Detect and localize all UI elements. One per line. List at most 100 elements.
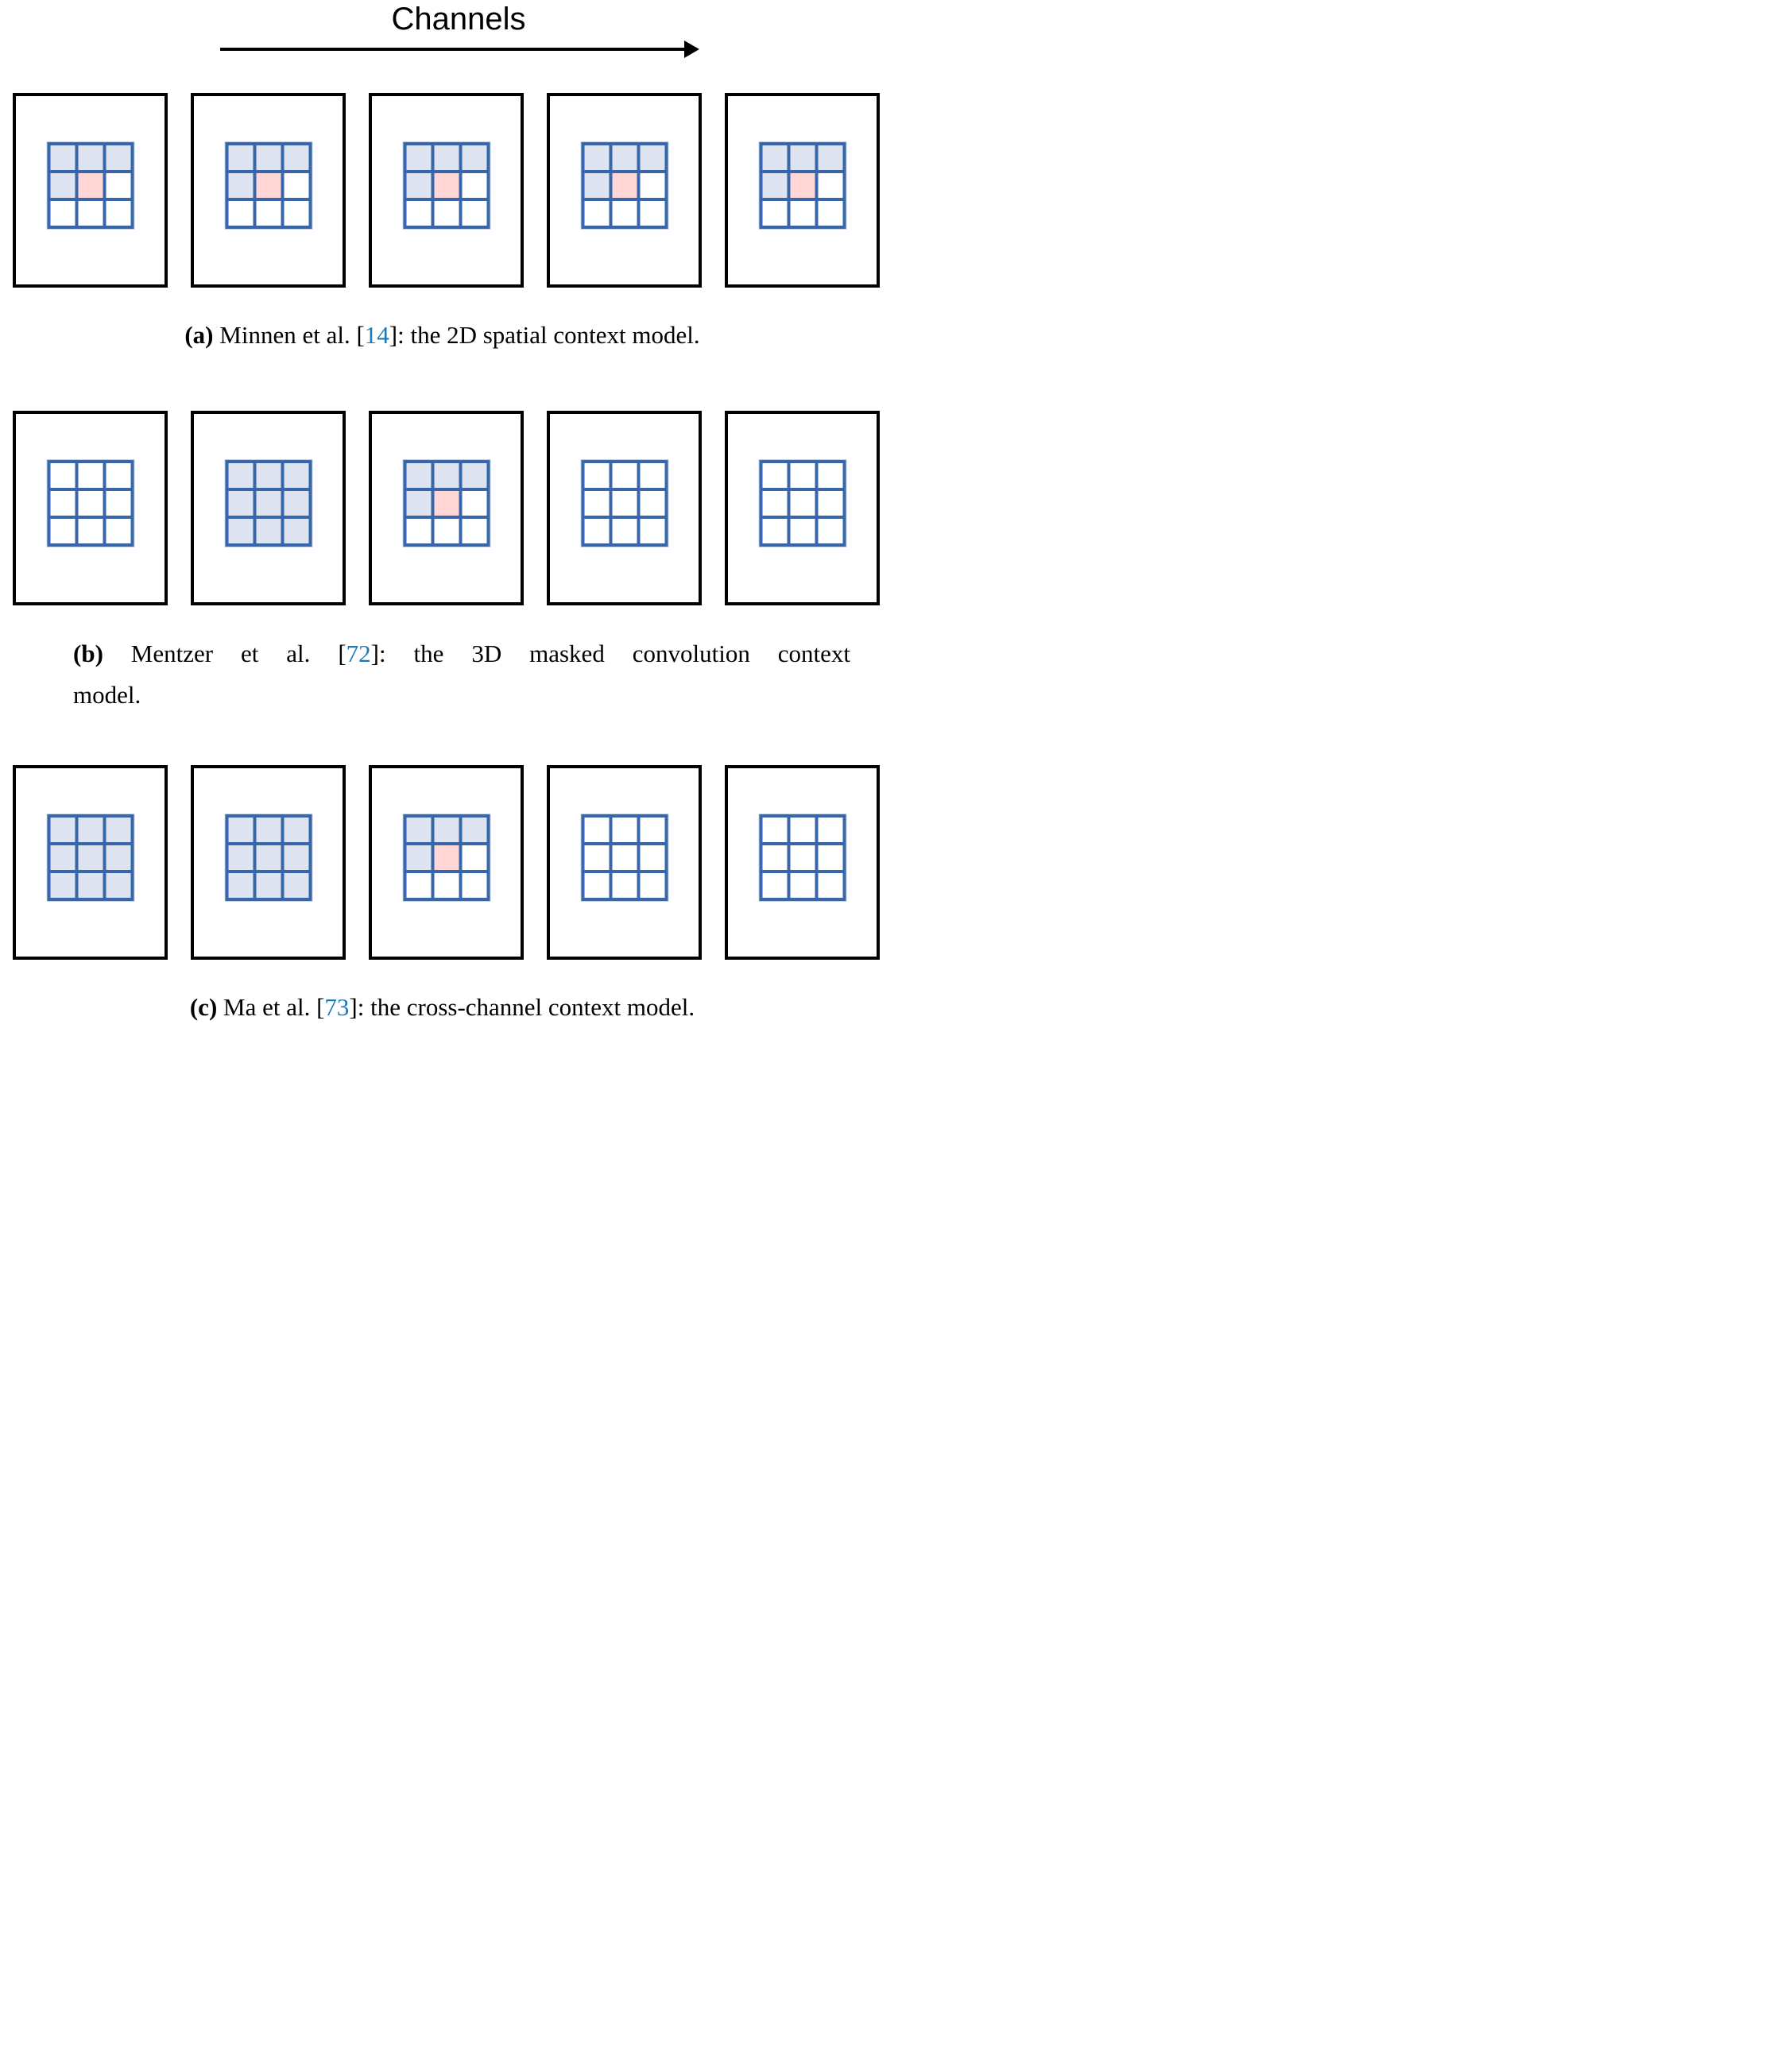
context-cell xyxy=(228,818,253,842)
caption-b-authors: Mentzer et al. xyxy=(103,640,339,667)
context-cell xyxy=(434,463,459,488)
empty-cell xyxy=(434,873,459,898)
empty-cell xyxy=(612,201,637,226)
context-cell xyxy=(78,818,103,842)
empty-cell xyxy=(612,873,637,898)
context-cell xyxy=(50,845,75,870)
channel-slice-panel xyxy=(547,411,702,605)
context-grid xyxy=(759,814,846,901)
context-cell xyxy=(78,845,103,870)
empty-cell xyxy=(584,491,609,516)
caption-c-authors: Ma et al. xyxy=(217,993,317,1021)
figure-row-c xyxy=(13,765,880,960)
context-cell xyxy=(50,873,75,898)
citation-number-72[interactable]: 72 xyxy=(346,640,371,667)
caption-b-line2: model. xyxy=(73,681,141,709)
context-cell xyxy=(256,818,281,842)
empty-cell xyxy=(434,519,459,543)
empty-cell xyxy=(228,201,253,226)
context-cell xyxy=(406,845,431,870)
empty-cell xyxy=(50,491,75,516)
context-grid xyxy=(225,460,312,547)
context-cell xyxy=(78,145,103,170)
citation-number-14[interactable]: 14 xyxy=(364,321,389,349)
context-cell xyxy=(406,818,431,842)
context-cell xyxy=(256,845,281,870)
empty-cell xyxy=(762,818,787,842)
empty-cell xyxy=(50,463,75,488)
caption-a-text: : the 2D spatial context model. xyxy=(397,321,700,349)
caption-b-bracket-close: ] xyxy=(370,640,379,667)
context-grid xyxy=(225,814,312,901)
context-grid xyxy=(581,814,668,901)
figure-row-a xyxy=(13,93,880,288)
caption-c-bracket-close: ] xyxy=(349,993,358,1021)
figure-row-b xyxy=(13,411,880,605)
empty-cell xyxy=(462,491,486,516)
context-cell xyxy=(106,818,130,842)
context-cell xyxy=(612,145,637,170)
empty-cell xyxy=(818,491,842,516)
empty-cell xyxy=(612,845,637,870)
context-cell xyxy=(762,145,787,170)
context-grid xyxy=(47,142,134,229)
caption-b: (b) Mentzer et al. [72]: the 3D masked c… xyxy=(73,633,850,716)
caption-c-label: (c) xyxy=(189,993,218,1021)
empty-cell xyxy=(106,463,130,488)
empty-cell xyxy=(790,519,815,543)
channel-slice-panel xyxy=(369,93,524,288)
empty-cell xyxy=(790,491,815,516)
empty-cell xyxy=(762,845,787,870)
empty-cell xyxy=(406,201,431,226)
current-symbol-cell xyxy=(790,173,815,198)
context-cell xyxy=(256,519,281,543)
empty-cell xyxy=(612,463,637,488)
context-cell xyxy=(228,145,253,170)
current-symbol-cell xyxy=(434,491,459,516)
context-cell xyxy=(790,145,815,170)
caption-c: (c) Ma et al. [73]: the cross-channel co… xyxy=(0,987,884,1028)
channel-slice-panel xyxy=(13,411,168,605)
empty-cell xyxy=(462,873,486,898)
caption-c-bracket-open: [ xyxy=(316,993,325,1021)
channel-slice-panel xyxy=(13,765,168,960)
context-cell xyxy=(584,145,609,170)
empty-cell xyxy=(256,201,281,226)
context-cell xyxy=(228,519,253,543)
empty-cell xyxy=(78,519,103,543)
context-grid xyxy=(47,814,134,901)
empty-cell xyxy=(640,873,664,898)
context-cell xyxy=(284,145,308,170)
empty-cell xyxy=(790,818,815,842)
context-cell xyxy=(228,873,253,898)
caption-a-authors: Minnen et al. xyxy=(213,321,357,349)
empty-cell xyxy=(612,491,637,516)
context-cell xyxy=(584,173,609,198)
current-symbol-cell xyxy=(256,173,281,198)
context-cell xyxy=(762,173,787,198)
empty-cell xyxy=(640,491,664,516)
empty-cell xyxy=(406,519,431,543)
channel-slice-panel xyxy=(191,411,346,605)
context-cell xyxy=(406,463,431,488)
context-cell xyxy=(640,145,664,170)
empty-cell xyxy=(78,491,103,516)
context-cell xyxy=(228,491,253,516)
context-cell xyxy=(228,845,253,870)
empty-cell xyxy=(406,873,431,898)
context-cell xyxy=(50,145,75,170)
channel-slice-panel xyxy=(725,411,880,605)
citation-number-73[interactable]: 73 xyxy=(324,993,350,1021)
context-cell xyxy=(256,491,281,516)
empty-cell xyxy=(50,519,75,543)
caption-a-bracket-close: ] xyxy=(389,321,398,349)
caption-b-bracket-open: [ xyxy=(338,640,346,667)
empty-cell xyxy=(584,201,609,226)
empty-cell xyxy=(462,519,486,543)
channel-slice-panel xyxy=(191,765,346,960)
context-cell xyxy=(106,873,130,898)
context-cell xyxy=(228,173,253,198)
context-cell xyxy=(106,145,130,170)
context-cell xyxy=(50,818,75,842)
empty-cell xyxy=(50,201,75,226)
